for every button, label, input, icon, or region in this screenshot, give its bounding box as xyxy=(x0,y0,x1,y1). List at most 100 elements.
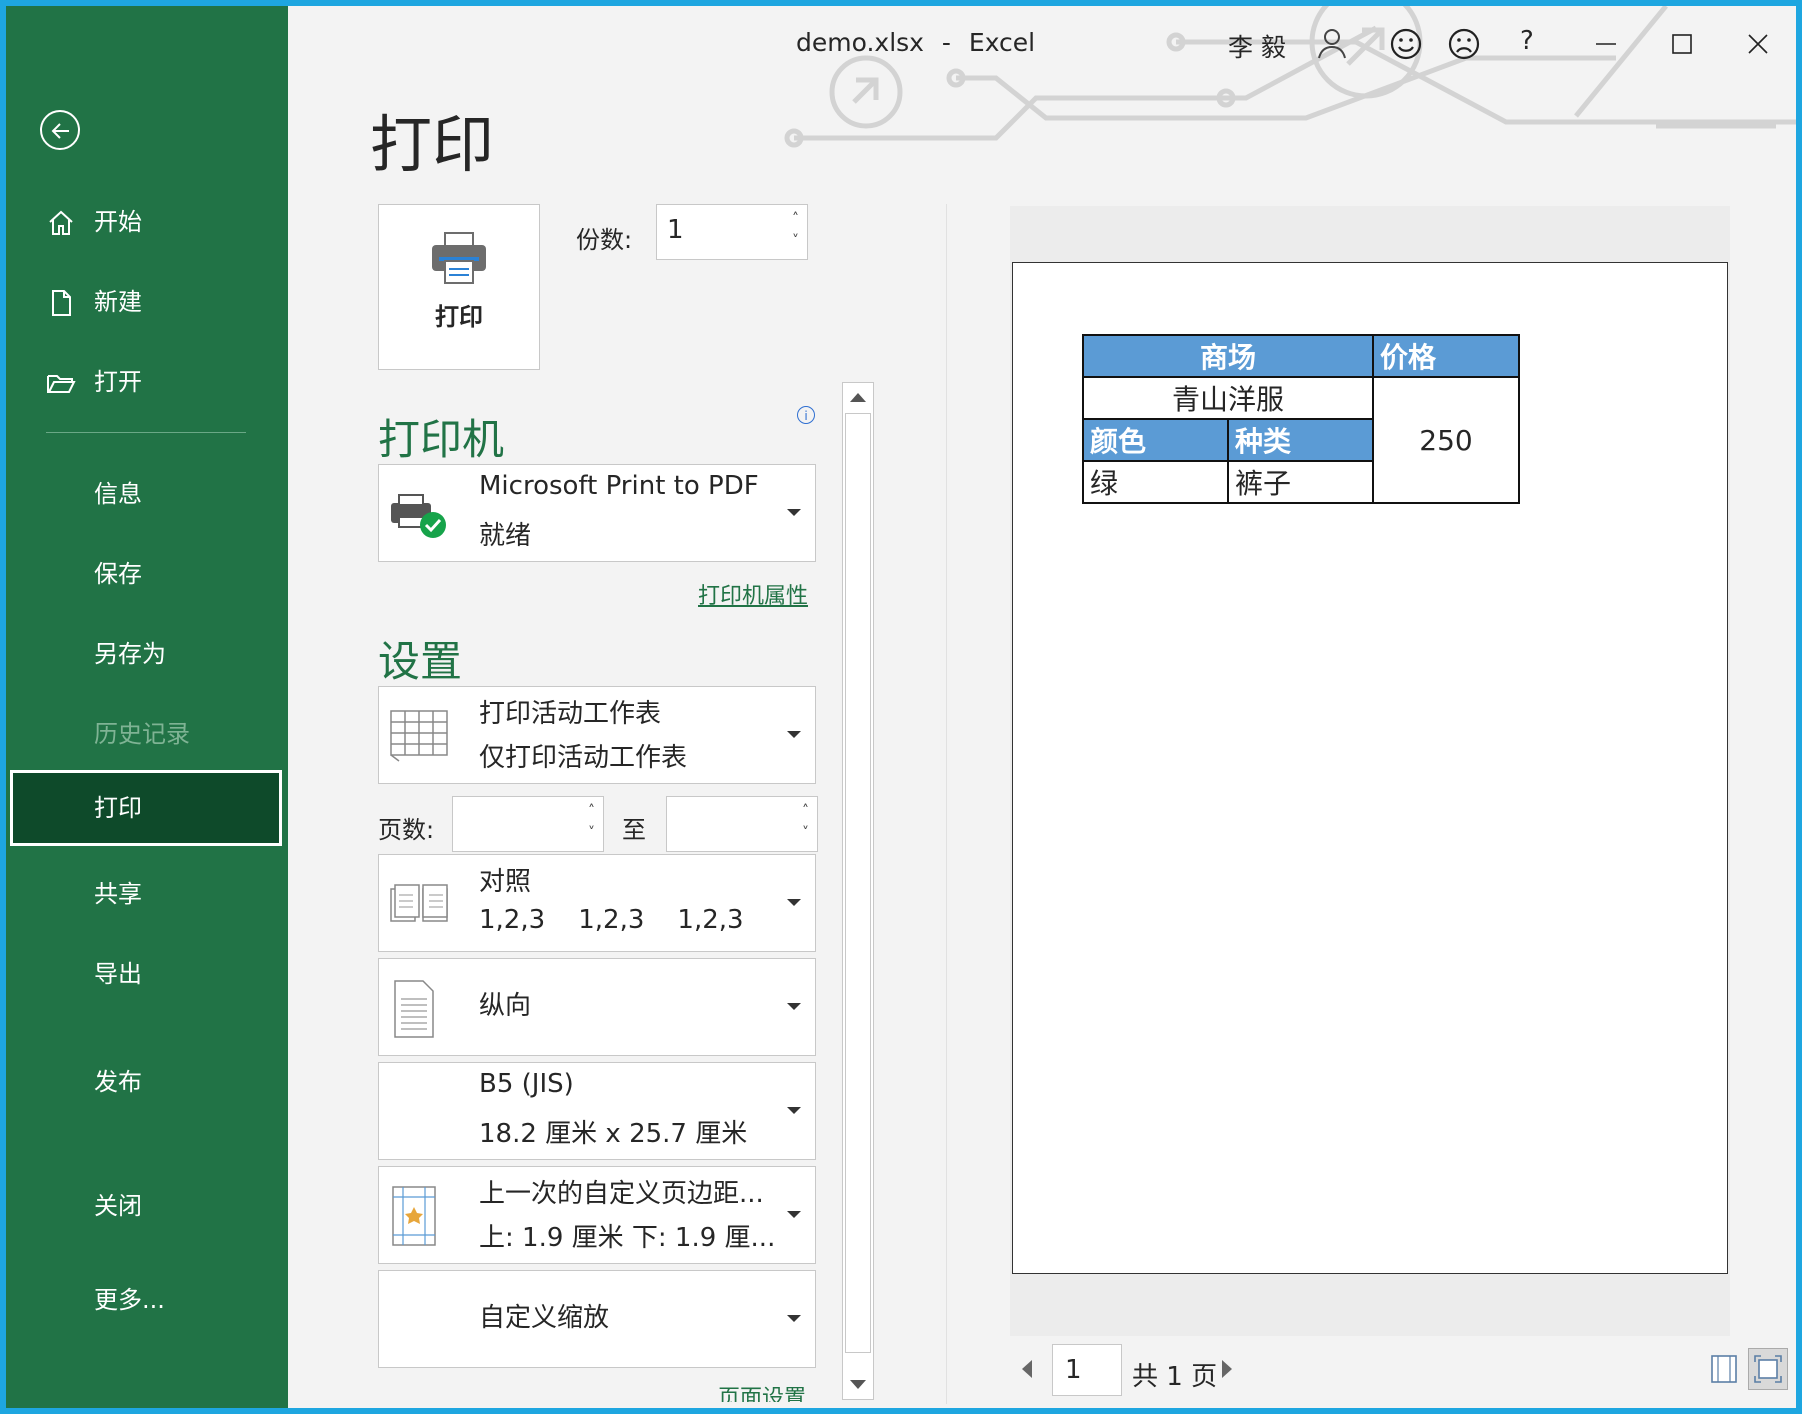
excel-window: 开始 新建 打开 信息 保存 另存为 历史记录 打印 共享 导出 xyxy=(6,6,1796,1408)
nav-new[interactable]: 新建 xyxy=(6,274,288,330)
worksheet-grid-icon xyxy=(390,710,448,762)
copies-up-icon[interactable]: ˄ xyxy=(792,211,799,227)
previous-page-icon[interactable] xyxy=(1022,1360,1032,1378)
nav-export[interactable]: 导出 xyxy=(6,946,288,1002)
nav-close[interactable]: 关闭 xyxy=(6,1178,288,1234)
chevron-down-icon xyxy=(787,1315,801,1322)
open-folder-icon xyxy=(47,375,76,393)
nav-info[interactable]: 信息 xyxy=(6,466,288,522)
user-name[interactable]: 李 毅 xyxy=(1228,33,1286,62)
scroll-up-icon[interactable] xyxy=(850,393,866,402)
smile-feedback-icon[interactable] xyxy=(1386,24,1426,64)
copies-label: 份数: xyxy=(576,226,633,254)
nav-more[interactable]: 更多... xyxy=(6,1272,288,1328)
printer-name: Microsoft Print to PDF xyxy=(479,471,759,501)
nav-share-label: 共享 xyxy=(94,880,142,908)
print-button-label: 打印 xyxy=(435,303,483,331)
chevron-down-icon xyxy=(787,731,801,738)
backstage-sidebar: 开始 新建 打开 信息 保存 另存为 历史记录 打印 共享 导出 xyxy=(6,6,288,1408)
nav-share[interactable]: 共享 xyxy=(6,866,288,922)
cell-kind: 裤子 xyxy=(1227,460,1374,504)
minimize-icon[interactable] xyxy=(1586,24,1626,64)
nav-save-as[interactable]: 另存为 xyxy=(6,626,288,682)
nav-history: 历史记录 xyxy=(6,706,288,762)
paper-size-dropdown[interactable]: B5 (JIS) 18.2 厘米 x 25.7 厘米 xyxy=(378,1062,816,1160)
nav-more-label: 更多... xyxy=(94,1286,165,1314)
chevron-down-icon xyxy=(787,509,801,516)
nav-publish[interactable]: 发布 xyxy=(6,1054,288,1110)
collated-pages-icon xyxy=(390,884,448,922)
pages-to-label: 至 xyxy=(622,816,646,844)
print-what-dropdown[interactable]: 打印活动工作表 仅打印活动工作表 xyxy=(378,686,816,784)
printer-info-icon[interactable]: i xyxy=(797,406,815,424)
settings-scrollbar[interactable] xyxy=(842,382,874,1400)
back-button[interactable] xyxy=(40,110,80,150)
chevron-down-icon xyxy=(787,899,801,906)
paper-size-name: B5 (JIS) xyxy=(479,1069,574,1099)
page-setup-link[interactable]: 页面设置 xyxy=(718,1386,807,1402)
printer-icon xyxy=(432,232,486,284)
pane-divider xyxy=(946,204,947,1404)
app-name: Excel xyxy=(968,28,1036,57)
header-kind: 种类 xyxy=(1227,418,1374,462)
account-icon[interactable] xyxy=(1312,24,1352,64)
show-margins-icon[interactable] xyxy=(1708,1352,1740,1386)
orientation-dropdown[interactable]: 纵向 xyxy=(378,958,816,1056)
nav-home[interactable]: 开始 xyxy=(6,194,288,250)
nav-print-label: 打印 xyxy=(94,794,142,822)
pages-from-stepper[interactable]: ˄ ˅ xyxy=(452,796,604,852)
printer-status: 就绪 xyxy=(479,521,532,551)
printer-dropdown[interactable]: Microsoft Print to PDF 就绪 xyxy=(378,464,816,562)
scaling-value: 自定义缩放 xyxy=(479,1303,610,1333)
copies-stepper[interactable]: 1 ˄ ˅ xyxy=(656,204,808,260)
printer-properties-link[interactable]: 打印机属性 xyxy=(698,584,809,609)
copies-down-icon[interactable]: ˅ xyxy=(792,233,799,249)
printer-section-title: 打印机 xyxy=(378,415,505,464)
file-name: demo.xlsx xyxy=(796,28,924,57)
collate-title: 对照 xyxy=(479,867,532,897)
collate-dropdown[interactable]: 对照 1,2,3 1,2,3 1,2,3 xyxy=(378,854,816,952)
frown-feedback-icon[interactable] xyxy=(1444,24,1484,64)
paper-size-dims: 18.2 厘米 x 25.7 厘米 xyxy=(479,1119,748,1149)
sidebar-separator xyxy=(46,432,246,433)
settings-section-title: 设置 xyxy=(378,637,463,686)
pages-to-down-icon[interactable]: ˅ xyxy=(802,825,809,841)
close-window-icon[interactable] xyxy=(1738,24,1778,64)
pages-from-up-icon[interactable]: ˄ xyxy=(588,803,595,819)
scroll-down-icon[interactable] xyxy=(850,1380,866,1389)
nav-print[interactable]: 打印 xyxy=(10,770,282,846)
collate-desc: 1,2,3 1,2,3 1,2,3 xyxy=(479,905,744,935)
next-page-icon[interactable] xyxy=(1222,1360,1232,1378)
maximize-icon[interactable] xyxy=(1662,24,1702,64)
zoom-to-page-button[interactable] xyxy=(1748,1348,1788,1390)
print-what-title: 打印活动工作表 xyxy=(479,699,662,729)
cell-store: 青山洋服 xyxy=(1082,376,1374,420)
scrollbar-thumb[interactable] xyxy=(845,413,871,1353)
pages-to-stepper[interactable]: ˄ ˅ xyxy=(666,796,818,852)
nav-export-label: 导出 xyxy=(94,960,142,988)
pages-to-up-icon[interactable]: ˄ xyxy=(802,803,809,819)
pages-label: 页数: xyxy=(378,816,435,844)
pages-from-down-icon[interactable]: ˅ xyxy=(588,825,595,841)
header-store: 商场 xyxy=(1082,334,1374,378)
help-button[interactable]: ? xyxy=(1520,26,1534,56)
nav-info-label: 信息 xyxy=(94,480,142,508)
nav-open[interactable]: 打开 xyxy=(6,354,288,410)
cell-price: 250 xyxy=(1372,376,1520,504)
header-price: 价格 xyxy=(1372,334,1520,378)
print-button[interactable]: 打印 xyxy=(378,204,540,370)
scaling-dropdown[interactable]: 自定义缩放 xyxy=(378,1270,816,1368)
chevron-down-icon xyxy=(787,1107,801,1114)
printer-ready-icon xyxy=(391,494,446,538)
home-icon xyxy=(49,210,73,235)
window-title: demo.xlsx - Excel xyxy=(796,28,1035,57)
header-color: 颜色 xyxy=(1082,418,1229,462)
title-separator: - xyxy=(941,28,951,57)
nav-save-as-label: 另存为 xyxy=(94,640,166,668)
margins-dropdown[interactable]: 上一次的自定义页边距... 上: 1.9 厘米 下: 1.9 厘... xyxy=(378,1166,816,1264)
current-page-input[interactable]: 1 xyxy=(1052,1344,1122,1396)
nav-new-label: 新建 xyxy=(94,288,142,316)
cell-color: 绿 xyxy=(1082,460,1229,504)
page-title: 打印 xyxy=(370,108,495,181)
nav-save[interactable]: 保存 xyxy=(6,546,288,602)
